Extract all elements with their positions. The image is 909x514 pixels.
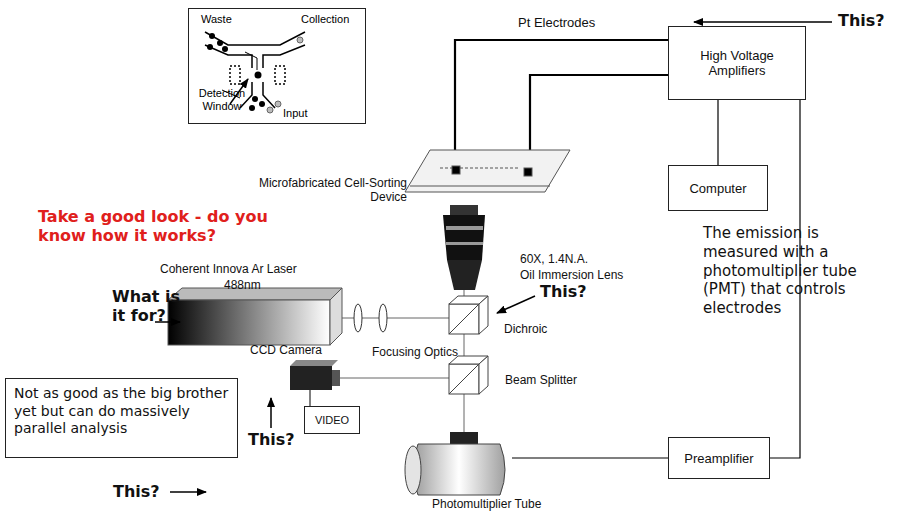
cells (207, 33, 265, 111)
device-box: VIDEO (304, 406, 360, 434)
signal-line (717, 100, 718, 165)
cell-sorting-device (405, 150, 570, 192)
part-label: Microfabricated Cell-Sorting Device (235, 176, 407, 205)
part-label: 60X, 1.4N.A. (520, 252, 588, 266)
part-label: Photomultiplier Tube (432, 497, 541, 511)
node-text: Detection Window (191, 87, 253, 112)
device-box: Computer (668, 165, 768, 211)
beam-splitter-cube (449, 356, 488, 394)
node-text: Waste (201, 13, 232, 26)
callout-text: This? (113, 482, 160, 501)
part-label: Oil Immersion Lens (520, 268, 623, 282)
objective-lens (443, 205, 485, 290)
photomultiplier-tube (405, 432, 505, 495)
node-text: VIDEO (315, 414, 349, 426)
callout-text: What is it for? (112, 287, 194, 325)
part-label: The emission is measured with a photomul… (703, 224, 898, 318)
callout-text: This? (838, 11, 885, 30)
callout-text: This? (540, 282, 587, 301)
collected-cells (267, 37, 303, 113)
node-text: Not as good as the big brother yet but c… (14, 385, 229, 438)
node-text: Preamplifier (684, 451, 753, 466)
part-label: Beam Splitter (505, 373, 577, 387)
part-label: Coherent Innova Ar Laser (160, 262, 297, 276)
signal-wire (512, 457, 668, 458)
dichroic-cube (449, 296, 488, 334)
inset-panel: Waste CollectionDetection WindowInput (188, 8, 366, 124)
part-label: Focusing Optics (372, 345, 458, 359)
part-label: CCD Camera (250, 343, 322, 357)
argon-laser (168, 288, 342, 345)
part-label: Pt Electrodes (518, 15, 595, 31)
node-text: Collection (301, 13, 349, 26)
node-text: Input (283, 107, 307, 120)
device-box: Preamplifier (668, 437, 770, 479)
callout-text: Take a good look - do you know how it wo… (38, 207, 296, 245)
node-text: High Voltage Amplifiers (675, 48, 799, 78)
part-label: Dichroic (504, 322, 547, 336)
part-label: 488nm (224, 278, 261, 292)
note-box: Not as good as the big brother yet but c… (5, 378, 238, 458)
focusing-lens (354, 304, 387, 332)
node-text: Computer (689, 181, 746, 196)
device-box: High Voltage Amplifiers (668, 26, 806, 100)
callout-text: This? (248, 430, 295, 449)
ccd-camera (290, 360, 340, 407)
